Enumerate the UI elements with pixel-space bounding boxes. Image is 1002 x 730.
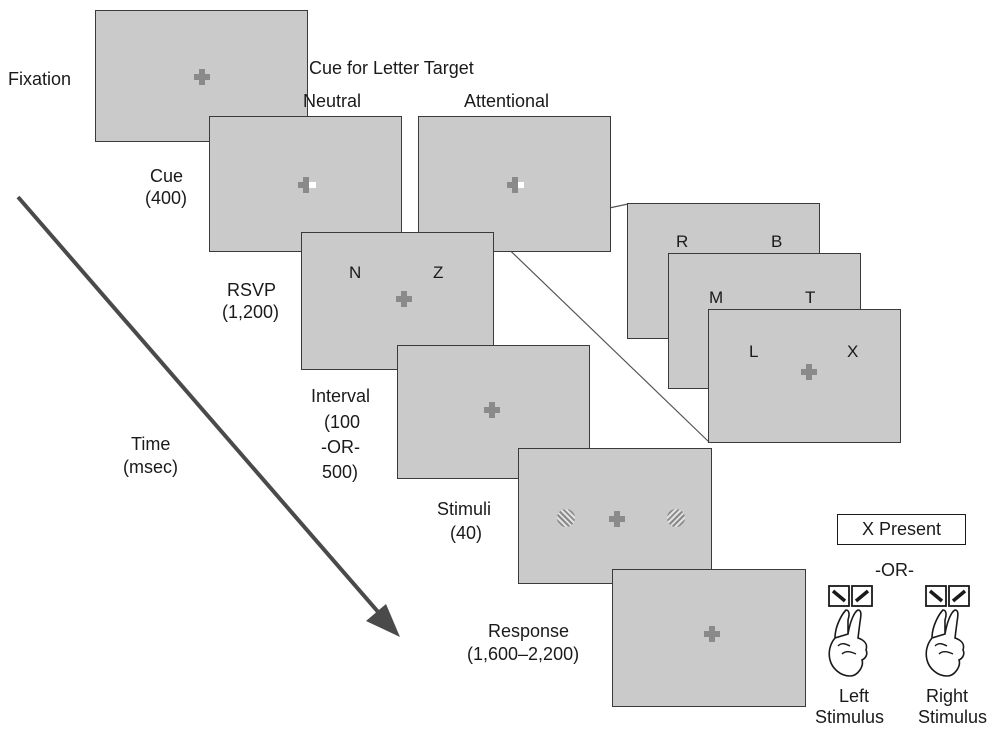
frame1-letter-left: R (676, 232, 689, 251)
interval-label: Interval (311, 386, 371, 406)
response-screen (612, 569, 806, 707)
time-arrow (16, 195, 394, 630)
neutral-label: Neutral (303, 91, 362, 111)
response-fixation-cross-icon (704, 626, 720, 642)
stimuli-fixation-cross-icon (609, 511, 625, 527)
interval-line3: 500) (322, 462, 359, 482)
cue-duration-label: (400) (145, 188, 188, 208)
rsvp-fixation-cross-icon (396, 291, 412, 307)
frame1-letter-right: B (771, 232, 783, 251)
stimuli-screen (518, 448, 712, 584)
rsvp-frame-3: L X (708, 309, 901, 443)
response-duration-label: (1,600–2,200) (467, 644, 580, 664)
time-label: Time (131, 434, 171, 454)
rsvp-letter-right: Z (433, 263, 444, 282)
x-present-label: X Present (861, 519, 942, 539)
cue-heading: Cue for Letter Target (309, 58, 474, 78)
time-arrowhead (366, 604, 400, 637)
time-unit-label: (msec) (123, 457, 178, 477)
zoom-line-bottom (491, 232, 710, 443)
interval-line1: (100 (324, 412, 361, 432)
x-present-box: X Present (837, 514, 966, 545)
frame2-letter-left: M (709, 288, 724, 307)
fixation-label: Fixation (8, 69, 72, 89)
frame3-letter-left: L (749, 342, 759, 361)
cue-label: Cue (150, 166, 184, 186)
frame3-letter-right: X (847, 342, 859, 361)
attentional-cue-screen (418, 116, 611, 252)
left-stimulus-label-2: Stimulus (815, 707, 885, 727)
fixation-cross-icon (194, 69, 210, 85)
attentional-label: Attentional (464, 91, 550, 111)
or-label: -OR- (875, 560, 914, 580)
left-grating-icon (557, 509, 575, 527)
neutral-cue-icon (298, 177, 316, 193)
rsvp-letter-left: N (349, 263, 362, 282)
stimuli-duration-label: (40) (450, 523, 483, 543)
interval-fixation-cross-icon (484, 402, 500, 418)
right-stimulus-label-2: Stimulus (918, 707, 988, 727)
right-grating-icon (667, 509, 685, 527)
attentional-cue-icon (507, 177, 524, 193)
left-stimulus-label-1: Left (839, 686, 870, 706)
frame3-fixation-cross-icon (801, 364, 817, 380)
stimuli-label: Stimuli (437, 499, 492, 519)
frame2-letter-right: T (805, 288, 816, 307)
interval-line2: -OR- (321, 437, 360, 457)
left-hand-icon (828, 585, 873, 677)
right-hand-icon (925, 585, 970, 677)
rsvp-duration-label: (1,200) (222, 302, 280, 322)
right-stimulus-label-1: Right (926, 686, 969, 706)
response-label: Response (488, 621, 570, 641)
rsvp-label: RSVP (227, 280, 277, 300)
